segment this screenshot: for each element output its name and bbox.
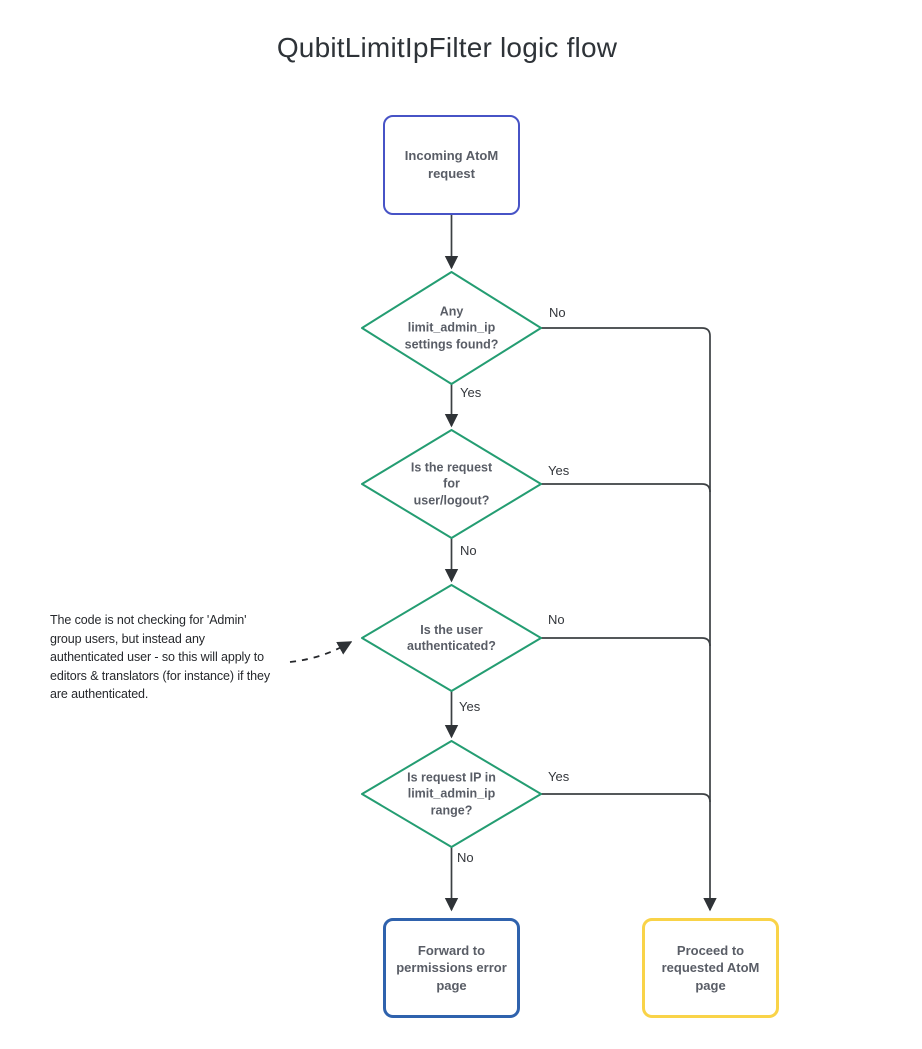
decision-auth-label: Is the user authenticated?: [407, 622, 496, 653]
node-proceed-page: Proceed to requested AtoM page: [642, 918, 779, 1018]
decision-logout-shape: [361, 429, 542, 539]
decision-iprange-label: Is request IP in limit_admin_ip range?: [407, 770, 496, 818]
edge-label-settings-yes: Yes: [460, 385, 482, 400]
edge-settings-no-to-proceed: [541, 327, 717, 912]
node-proceed-page-label: Proceed to requested AtoM page: [661, 942, 760, 993]
annotation-note: The code is not checking for 'Admin' gro…: [50, 613, 270, 701]
decision-auth-shape: [361, 584, 542, 692]
node-incoming-request: Incoming AtoM request: [383, 115, 520, 215]
edge-label-logout-yes: Yes: [548, 463, 570, 478]
edge-label-auth-no: No: [548, 612, 565, 627]
edge-logout-yes-merge: [541, 483, 711, 493]
edge-label-auth-yes: Yes: [459, 699, 481, 714]
node-incoming-request-label: Incoming AtoM request: [404, 148, 499, 181]
node-permissions-error-label: Forward to permissions error page: [396, 942, 507, 993]
decision-settings-label: Any limit_admin_ip settings found?: [404, 304, 499, 352]
edge-auth-no-merge: [541, 637, 711, 647]
node-permissions-error: Forward to permissions error page: [383, 918, 520, 1018]
diagram-title: QubitLimitIpFilter logic flow: [276, 32, 618, 63]
edge-iprange-yes-merge: [541, 793, 711, 803]
edge-label-logout-no: No: [460, 543, 477, 558]
edge-label-settings-no: No: [549, 305, 566, 320]
decision-iprange-shape: [361, 740, 542, 848]
decision-logout-label: Is the request for user/logout?: [410, 460, 493, 508]
edge-label-iprange-no: No: [457, 850, 474, 865]
decision-settings-shape: [361, 271, 542, 385]
edge-label-iprange-yes: Yes: [548, 769, 570, 784]
